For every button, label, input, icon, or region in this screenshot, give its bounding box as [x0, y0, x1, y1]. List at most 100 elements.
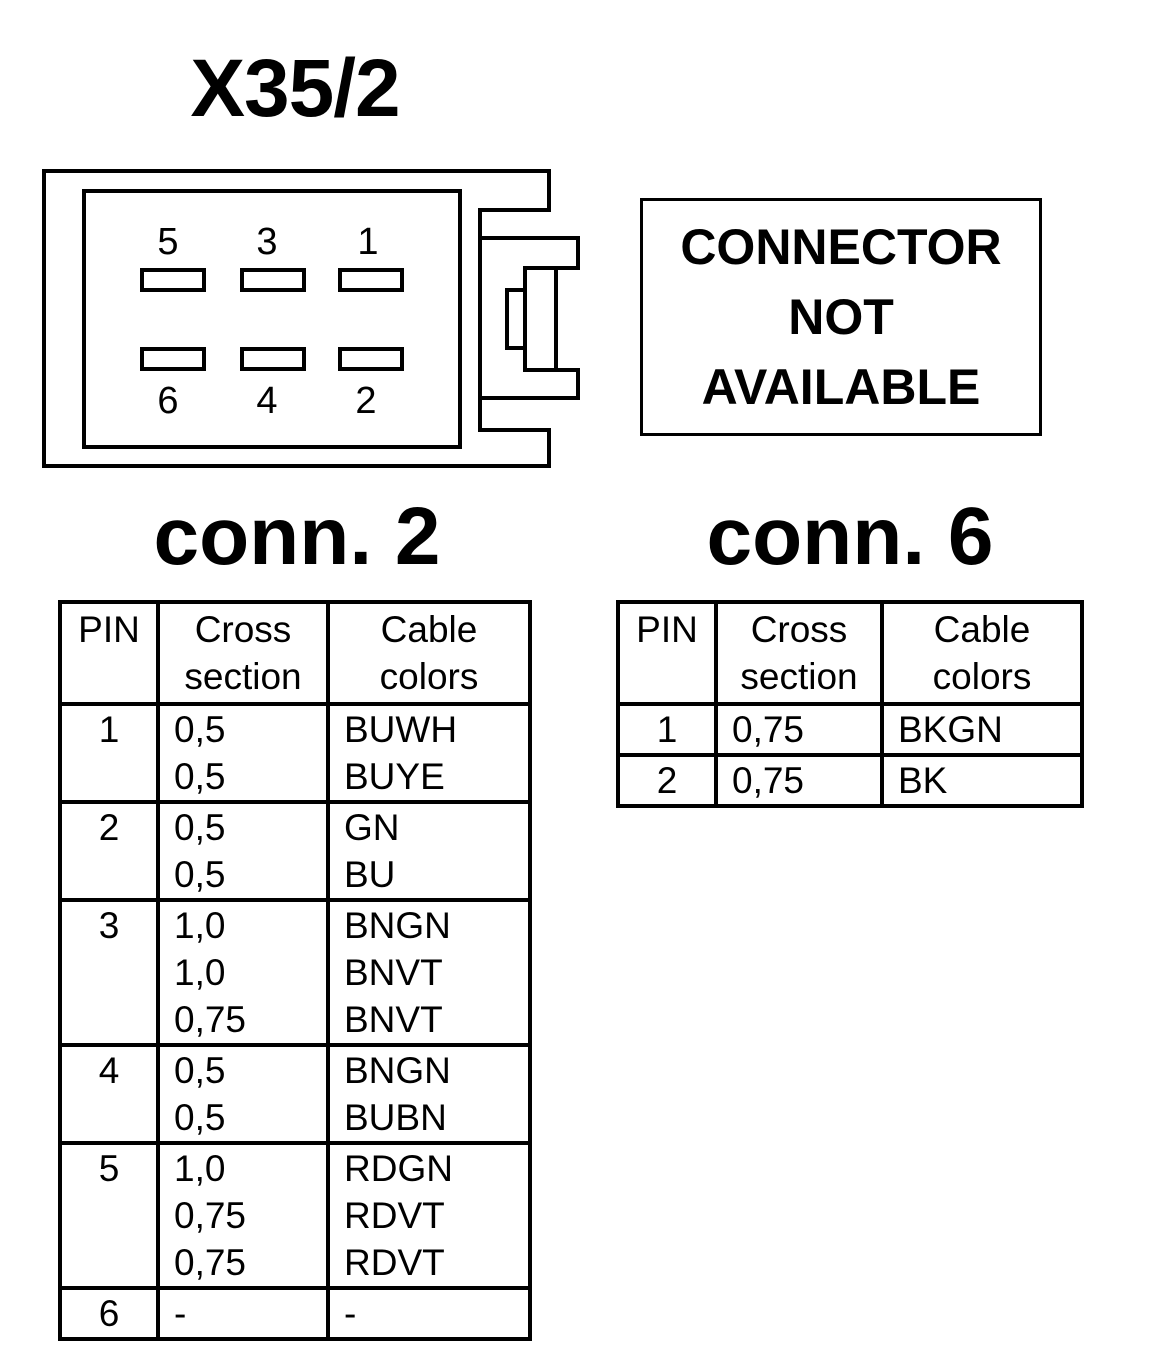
cross-section-value: - — [174, 1293, 187, 1334]
cable-color-cell: BK — [880, 753, 1084, 808]
pin-number: 4 — [98, 1050, 120, 1091]
latch-notch — [505, 288, 527, 350]
cross-section-value: 0,75 — [174, 999, 247, 1040]
cross-section-value: 1,0 — [174, 1148, 226, 1189]
cable-color-value: BK — [898, 760, 948, 801]
conn6-title: conn. 6 — [706, 491, 994, 582]
pin-number-cell: 1 — [58, 702, 160, 804]
cable-color-value: BUYE — [344, 756, 445, 797]
cross-section-value: 0,75 — [732, 760, 805, 801]
cross-section-value: 0,5 — [174, 807, 226, 848]
pin-slot-4 — [240, 347, 306, 371]
not-available-line: NOT — [788, 289, 894, 345]
pin-number-cell: 3 — [58, 898, 160, 1047]
cable-color-cell: RDGN RDVT RDVT — [326, 1141, 532, 1290]
cable-color-value: - — [344, 1293, 357, 1334]
pin-slot-3 — [240, 268, 306, 292]
pin-number: 3 — [98, 905, 120, 946]
cross-section-value: 0,5 — [174, 854, 226, 895]
cable-color-value: RDVT — [344, 1242, 445, 1283]
cross-section-value: 0,75 — [174, 1242, 247, 1283]
pin-slot-6 — [140, 347, 206, 371]
conn2-title: conn. 2 — [153, 491, 441, 582]
pin-number-cell: 5 — [58, 1141, 160, 1290]
cross-section-value: 0,75 — [174, 1195, 247, 1236]
cross-section-value: 0,75 — [732, 709, 805, 750]
latch-tab — [523, 266, 558, 372]
connector-housing — [42, 169, 551, 468]
connector-latch — [480, 236, 580, 400]
table-row: 1 0,75 BKGN — [616, 702, 1084, 757]
connector-drawing: 5 3 1 6 4 2 — [42, 169, 580, 468]
pin-label-5: 5 — [157, 221, 178, 263]
not-available-line: CONNECTOR — [680, 219, 1002, 275]
pin-number: 1 — [656, 709, 678, 750]
cable-color-value: BKGN — [898, 709, 1003, 750]
pin-label-4: 4 — [256, 380, 277, 422]
not-available-line: AVAILABLE — [701, 359, 981, 415]
table-row: 6 - - — [58, 1286, 532, 1341]
pin-number: 1 — [98, 709, 120, 750]
pin-label-6: 6 — [157, 380, 178, 422]
pin-number: 2 — [98, 807, 120, 848]
cross-section-cell: 0,75 — [714, 702, 884, 757]
pin-slot-1 — [338, 268, 404, 292]
table-row: 5 1,0 0,75 0,75 RDGN RDVT RDVT — [58, 1141, 532, 1290]
cross-section-value: 0,5 — [174, 709, 226, 750]
cable-color-value: RDVT — [344, 1195, 445, 1236]
pin-number-cell: 2 — [58, 800, 160, 902]
connector-face — [82, 189, 462, 449]
pin-number: 2 — [656, 760, 678, 801]
pin-label-2: 2 — [355, 380, 376, 422]
cable-color-value: RDGN — [344, 1148, 453, 1189]
cross-section-cell: 1,0 0,75 0,75 — [156, 1141, 330, 1290]
table-row: 2 0,75 BK — [616, 753, 1084, 808]
cable-color-cell: BNGN BNVT BNVT — [326, 898, 532, 1047]
cable-color-value: BNGN — [344, 1050, 451, 1091]
header-pin: PIN — [616, 600, 718, 706]
cross-section-value: 0,5 — [174, 1097, 226, 1138]
cross-section-cell: 0,75 — [714, 753, 884, 808]
pin-number-cell: 4 — [58, 1043, 160, 1145]
pin-number: 6 — [98, 1293, 120, 1334]
pin-number-cell: 1 — [616, 702, 718, 757]
cross-section-value: 0,5 — [174, 756, 226, 797]
cable-color-value: BNVT — [344, 952, 443, 993]
cross-section-value: 1,0 — [174, 905, 226, 946]
cable-color-cell: BKGN — [880, 702, 1084, 757]
cable-color-value: BU — [344, 854, 396, 895]
cable-color-cell: - — [326, 1286, 532, 1341]
pin-label-3: 3 — [256, 221, 277, 263]
pin-number-cell: 2 — [616, 753, 718, 808]
pin-slot-5 — [140, 268, 206, 292]
cable-color-value: BNVT — [344, 999, 443, 1040]
pin-slot-2 — [338, 347, 404, 371]
cross-section-value: 0,5 — [174, 1050, 226, 1091]
pin-number: 5 — [98, 1148, 120, 1189]
connector-not-available-box: CONNECTOR NOT AVAILABLE — [640, 198, 1042, 436]
cable-color-cell: GN BU — [326, 800, 532, 902]
pin-label-1: 1 — [357, 221, 378, 263]
cross-section-cell: - — [156, 1286, 330, 1341]
header-pin: PIN — [58, 600, 160, 706]
cable-color-value: BNGN — [344, 905, 451, 946]
cable-color-value: GN — [344, 807, 400, 848]
pin-number-cell: 6 — [58, 1286, 160, 1341]
